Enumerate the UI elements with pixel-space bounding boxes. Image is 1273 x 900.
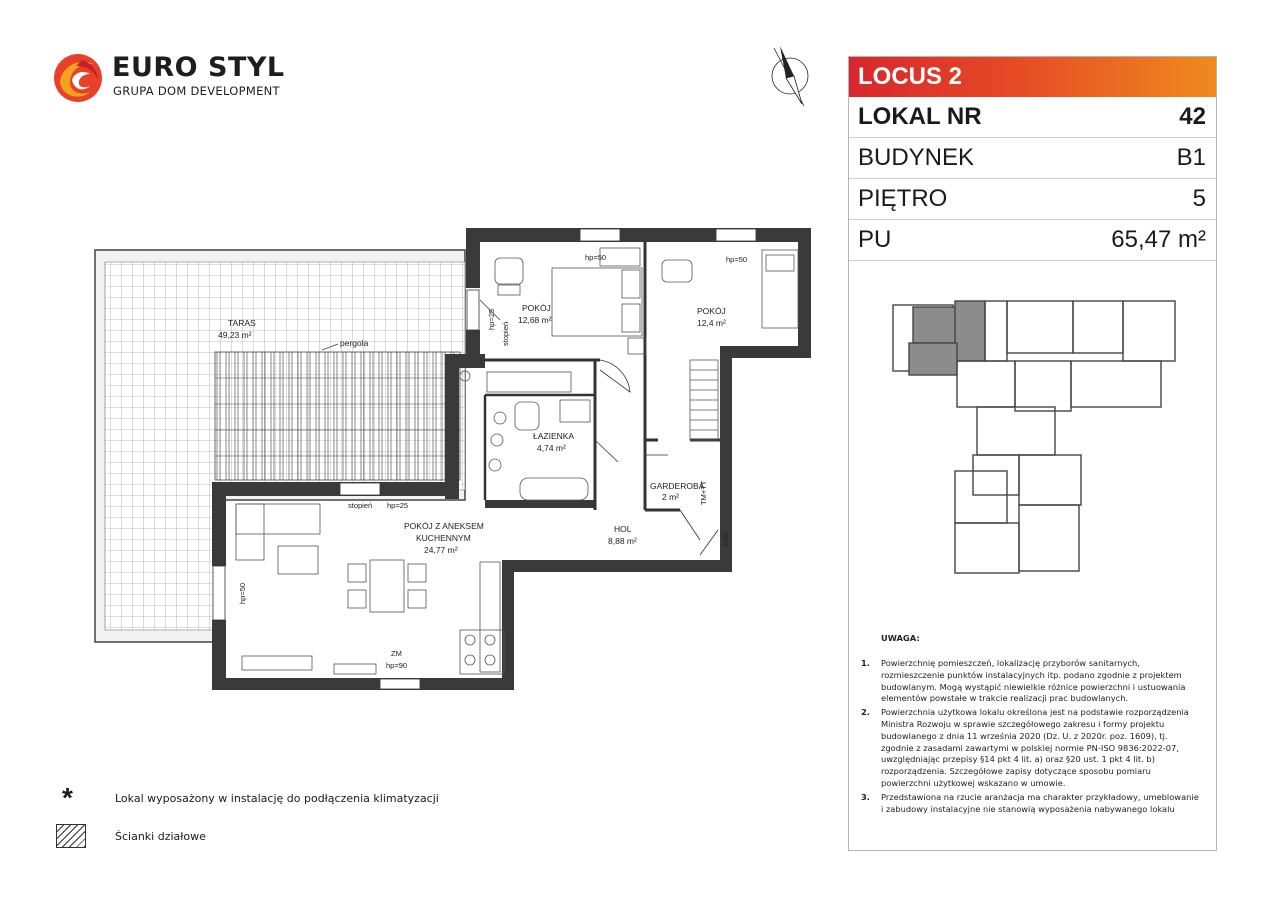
furniture-living: [235, 503, 505, 675]
terrace: [94, 249, 466, 643]
hol-area: 8,88 m²: [608, 536, 637, 546]
hp-label: hp=50: [238, 583, 247, 604]
furniture-bathroom: [459, 370, 591, 501]
notes-list: 1.Powierzchnię pomieszczeń, lokalizację …: [861, 658, 1201, 817]
row-pu: PU 65,47 m²: [849, 220, 1216, 261]
doors: [479, 299, 719, 556]
pokoj1-label: POKÓJ: [522, 303, 551, 313]
hol-label: HOL: [614, 524, 632, 534]
note-item: 1.Powierzchnię pomieszczeń, lokalizację …: [861, 658, 1186, 704]
hp-label: hp=25: [387, 501, 408, 510]
notes-title: UWAGA:: [881, 633, 920, 643]
row-lokal: LOKAL NR 42: [849, 97, 1216, 138]
taras-area: 49,23 m²: [218, 330, 252, 340]
hp-label: hp=50: [726, 255, 747, 264]
apartment-walls: [212, 228, 811, 690]
row-key: PU: [858, 226, 892, 253]
row-key: PIĘTRO: [858, 185, 948, 212]
pokoj2-area: 12,4 m²: [697, 318, 726, 328]
row-value: 5: [1192, 185, 1206, 212]
legend-hatch-text: Ścianki działowe: [115, 830, 206, 843]
garderoba-label: GARDEROBA: [650, 481, 705, 491]
row-value: 42: [1179, 103, 1206, 130]
stopien-label: stopień: [501, 322, 510, 346]
row-value: 65,47 m²: [1111, 226, 1206, 253]
brand-name: EURO STYL: [112, 52, 285, 83]
north-arrow-icon: [771, 46, 809, 107]
brand-subtitle: GRUPA DOM DEVELOPMENT: [113, 84, 280, 98]
panel-header: LOCUS 2: [849, 57, 1216, 97]
note-item: 3.Przedstawiona na rzucie aranżacja ma c…: [861, 791, 1199, 814]
note-item: 2.Powierzchnia użytkowa lokalu określona…: [861, 707, 1189, 788]
building-key-plan: [892, 300, 1176, 574]
row-budynek: BUDYNEK B1: [849, 138, 1216, 179]
furniture-bedroom-1: [486, 247, 647, 393]
garderoba-area: 2 m²: [662, 492, 679, 502]
lazienka-area: 4,74 m²: [537, 443, 566, 453]
investment-name: LOCUS 2: [858, 63, 963, 90]
salon-area: 24,77 m²: [424, 545, 458, 555]
lazienka-label: ŁAZIENKA: [533, 431, 574, 441]
hatch-swatch-icon: [56, 824, 86, 848]
windows: [212, 228, 757, 690]
legend-ac-text: Lokal wyposażony w instalację do podłącz…: [115, 792, 439, 805]
e00-label: E00: [721, 533, 730, 546]
taras-label: TARAS: [228, 318, 256, 328]
row-pietro: PIĘTRO 5: [849, 179, 1216, 220]
floor-plan: TARAS 49,23 m² pergola POKÓJ 12,68 m² PO…: [94, 228, 811, 690]
zm-label: ZM: [391, 649, 402, 658]
pergola-label: pergola: [340, 338, 369, 348]
tmtt-label: TM+TT: [699, 480, 708, 505]
row-key: BUDYNEK: [858, 144, 975, 171]
partitions: [480, 242, 720, 512]
salon-label-2: KUCHENNYM: [416, 533, 471, 543]
row-key: LOKAL NR: [858, 103, 982, 130]
brand-logo: EURO STYL GRUPA DOM DEVELOPMENT: [52, 50, 292, 106]
hp-label: hp=25: [487, 309, 496, 330]
hp-label: hp=90: [386, 661, 407, 670]
row-value: B1: [1176, 144, 1206, 171]
pokoj2-label: POKÓJ: [697, 306, 726, 316]
pergola: [215, 352, 460, 480]
hp-label: hp=50: [585, 253, 606, 262]
asterisk-icon: *: [62, 782, 73, 813]
pokoj1-area: 12,68 m²: [518, 315, 552, 325]
info-panel: LOCUS 2 LOKAL NR 42 BUDYNEK B1 PIĘTRO 5 …: [848, 56, 1217, 851]
euro-styl-flame-icon: [54, 54, 102, 102]
salon-label: POKÓJ Z ANEKSEM: [404, 521, 484, 531]
stopien-label: stopień: [348, 501, 372, 510]
furniture-bedroom-2: [661, 249, 799, 441]
